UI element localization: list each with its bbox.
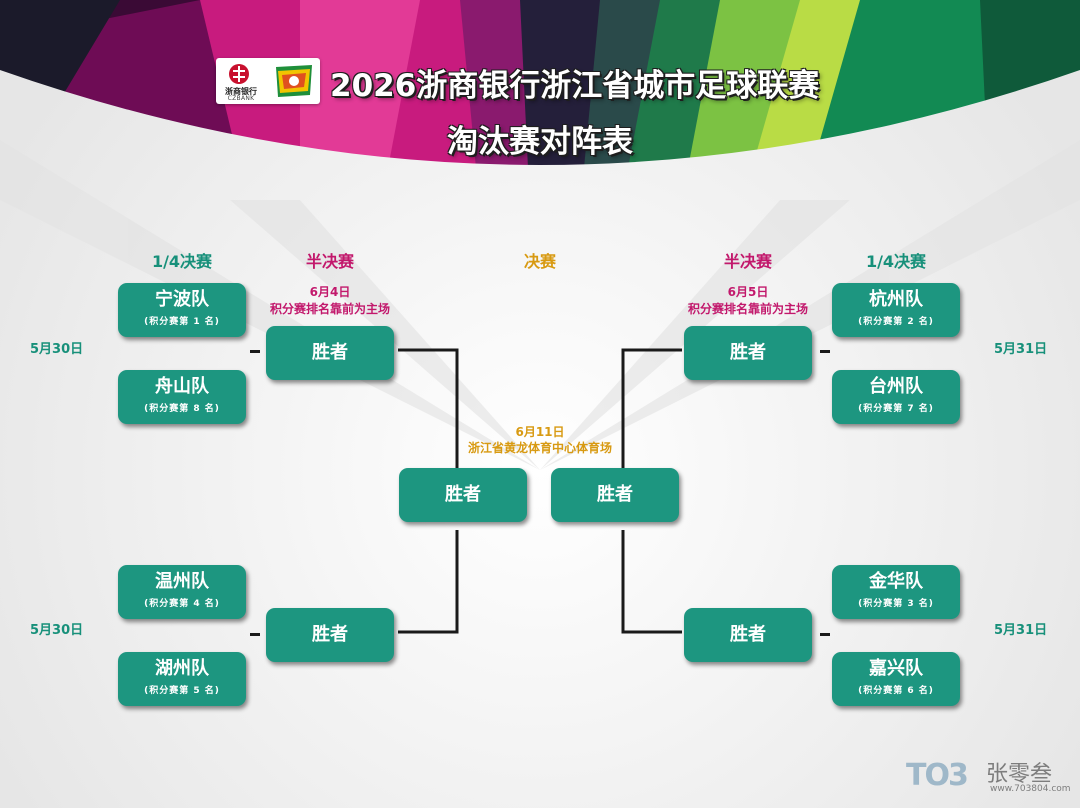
team-card-wenzhou: 温州队 (积分赛第 4 名) bbox=[118, 565, 246, 619]
watermark-url: www.703804.com bbox=[990, 784, 1071, 794]
team-rank: (积分赛第 4 名) bbox=[144, 599, 220, 609]
round-label-quarter-right: 1/4决赛 bbox=[865, 252, 927, 271]
final-right-winner: 胜者 bbox=[551, 468, 679, 522]
bracket-line-left-top bbox=[398, 348, 459, 468]
semi-right-date: 6月5日 bbox=[727, 285, 769, 299]
team-rank: (积分赛第 5 名) bbox=[144, 686, 220, 696]
watermark-logo: TO3 bbox=[906, 758, 969, 793]
round-label-semi-left: 半决赛 bbox=[305, 252, 354, 271]
final-venue: 浙江省黄龙体育中心体育场 bbox=[467, 441, 612, 455]
team-rank: (积分赛第 6 名) bbox=[858, 686, 934, 696]
bank-name-en: CZBANK bbox=[227, 95, 255, 102]
league-logo-icon bbox=[276, 65, 312, 97]
team-name: 温州队 bbox=[155, 571, 209, 592]
final-left-winner: 胜者 bbox=[399, 468, 527, 522]
team-name: 杭州队 bbox=[869, 289, 923, 310]
team-name: 金华队 bbox=[869, 571, 923, 592]
page-subtitle: 淘汰赛对阵表 bbox=[447, 124, 633, 160]
round-label-semi-right: 半决赛 bbox=[723, 252, 772, 271]
round-label-quarter-left: 1/4决赛 bbox=[151, 252, 213, 271]
semi-right-top-winner: 胜者 bbox=[684, 326, 812, 380]
bracket-line-right-top bbox=[621, 348, 682, 468]
team-card-huzhou: 湖州队 (积分赛第 5 名) bbox=[118, 652, 246, 706]
round-label-final: 决赛 bbox=[523, 252, 556, 271]
watermark-name: 张零叁 bbox=[986, 762, 1053, 787]
team-name: 舟山队 bbox=[155, 376, 209, 397]
final-date: 6月11日 bbox=[515, 425, 565, 439]
team-card-ningbo: 宁波队 (积分赛第 1 名) bbox=[118, 283, 246, 337]
team-card-jinhua: 金华队 (积分赛第 3 名) bbox=[832, 565, 960, 619]
team-name: 台州队 bbox=[869, 376, 923, 397]
team-rank: (积分赛第 7 名) bbox=[858, 404, 934, 414]
team-card-jiaxing: 嘉兴队 (积分赛第 6 名) bbox=[832, 652, 960, 706]
page-title: 2026浙商银行浙江省城市足球联赛 bbox=[330, 68, 820, 104]
date-right-top: 5月31日 bbox=[994, 342, 1048, 357]
date-right-bottom: 5月31日 bbox=[994, 623, 1048, 638]
date-left-top: 5月30日 bbox=[30, 342, 84, 357]
date-left-bottom: 5月30日 bbox=[30, 623, 84, 638]
semi-left-rule: 积分赛排名靠前为主场 bbox=[269, 302, 390, 316]
team-card-taizhou: 台州队 (积分赛第 7 名) bbox=[832, 370, 960, 424]
semi-left-bottom-winner: 胜者 bbox=[266, 608, 394, 662]
team-name: 宁波队 bbox=[155, 289, 209, 310]
team-rank: (积分赛第 3 名) bbox=[858, 599, 934, 609]
bank-name-cn: 浙商银行 bbox=[225, 87, 257, 96]
czbank-logo-icon bbox=[229, 64, 249, 84]
connector-dash bbox=[250, 633, 260, 636]
sponsor-logo-panel: 浙商银行 CZBANK bbox=[216, 58, 320, 104]
connector-dash bbox=[820, 633, 830, 636]
team-name: 湖州队 bbox=[155, 658, 209, 679]
team-rank: (积分赛第 1 名) bbox=[144, 317, 220, 327]
semi-right-rule: 积分赛排名靠前为主场 bbox=[687, 302, 808, 316]
semi-left-date: 6月4日 bbox=[309, 285, 351, 299]
semi-right-bottom-winner: 胜者 bbox=[684, 608, 812, 662]
connector-dash bbox=[820, 350, 830, 353]
semi-left-top-winner: 胜者 bbox=[266, 326, 394, 380]
team-card-zhoushan: 舟山队 (积分赛第 8 名) bbox=[118, 370, 246, 424]
team-name: 嘉兴队 bbox=[869, 658, 923, 679]
connector-dash bbox=[250, 350, 260, 353]
team-rank: (积分赛第 8 名) bbox=[144, 404, 220, 414]
team-rank: (积分赛第 2 名) bbox=[858, 317, 934, 327]
bracket-line-right-bottom bbox=[621, 530, 682, 634]
bracket-line-left-bottom bbox=[398, 530, 459, 634]
team-card-hangzhou: 杭州队 (积分赛第 2 名) bbox=[832, 283, 960, 337]
